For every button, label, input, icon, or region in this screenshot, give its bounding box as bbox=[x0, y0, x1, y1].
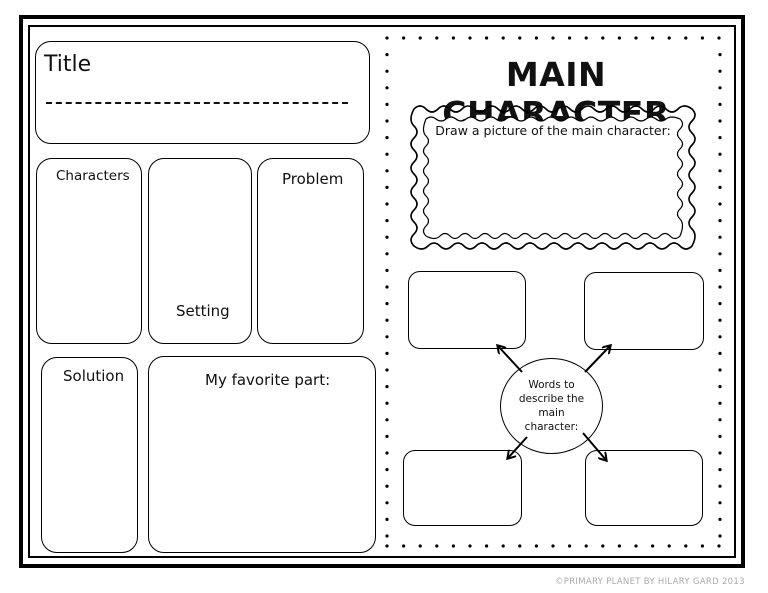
characters-box[interactable]: Characters bbox=[36, 158, 142, 344]
center-circle: Words to describe the main character: bbox=[500, 358, 603, 454]
draw-prompt: Draw a picture of the main character: bbox=[435, 123, 671, 138]
solution-label: Solution bbox=[63, 367, 125, 385]
title-write-line bbox=[46, 102, 348, 104]
word-box-bottom-left[interactable] bbox=[403, 450, 522, 526]
problem-box[interactable]: Problem bbox=[257, 158, 364, 344]
picture-frame[interactable] bbox=[406, 101, 700, 254]
setting-label: Setting bbox=[176, 302, 230, 320]
characters-label: Characters bbox=[56, 168, 130, 184]
word-box-top-left[interactable] bbox=[408, 271, 526, 349]
inner-border bbox=[28, 25, 736, 558]
title-label: Title bbox=[44, 52, 92, 77]
word-box-bottom-right[interactable] bbox=[585, 450, 703, 526]
problem-label: Problem bbox=[282, 170, 344, 188]
outer-border bbox=[19, 15, 745, 568]
word-box-top-right[interactable] bbox=[584, 272, 704, 350]
copyright-notice: ©PRIMARY PLANET BY HILARY GARD 2013 bbox=[555, 577, 745, 587]
favorite-part-box[interactable]: My favorite part: bbox=[148, 356, 376, 553]
setting-box[interactable]: Setting bbox=[148, 158, 252, 344]
center-circle-text: Words to describe the main character: bbox=[518, 378, 585, 434]
favorite-part-label: My favorite part: bbox=[205, 371, 331, 389]
solution-box[interactable]: Solution bbox=[41, 357, 138, 553]
title-box[interactable]: Title bbox=[35, 41, 370, 144]
